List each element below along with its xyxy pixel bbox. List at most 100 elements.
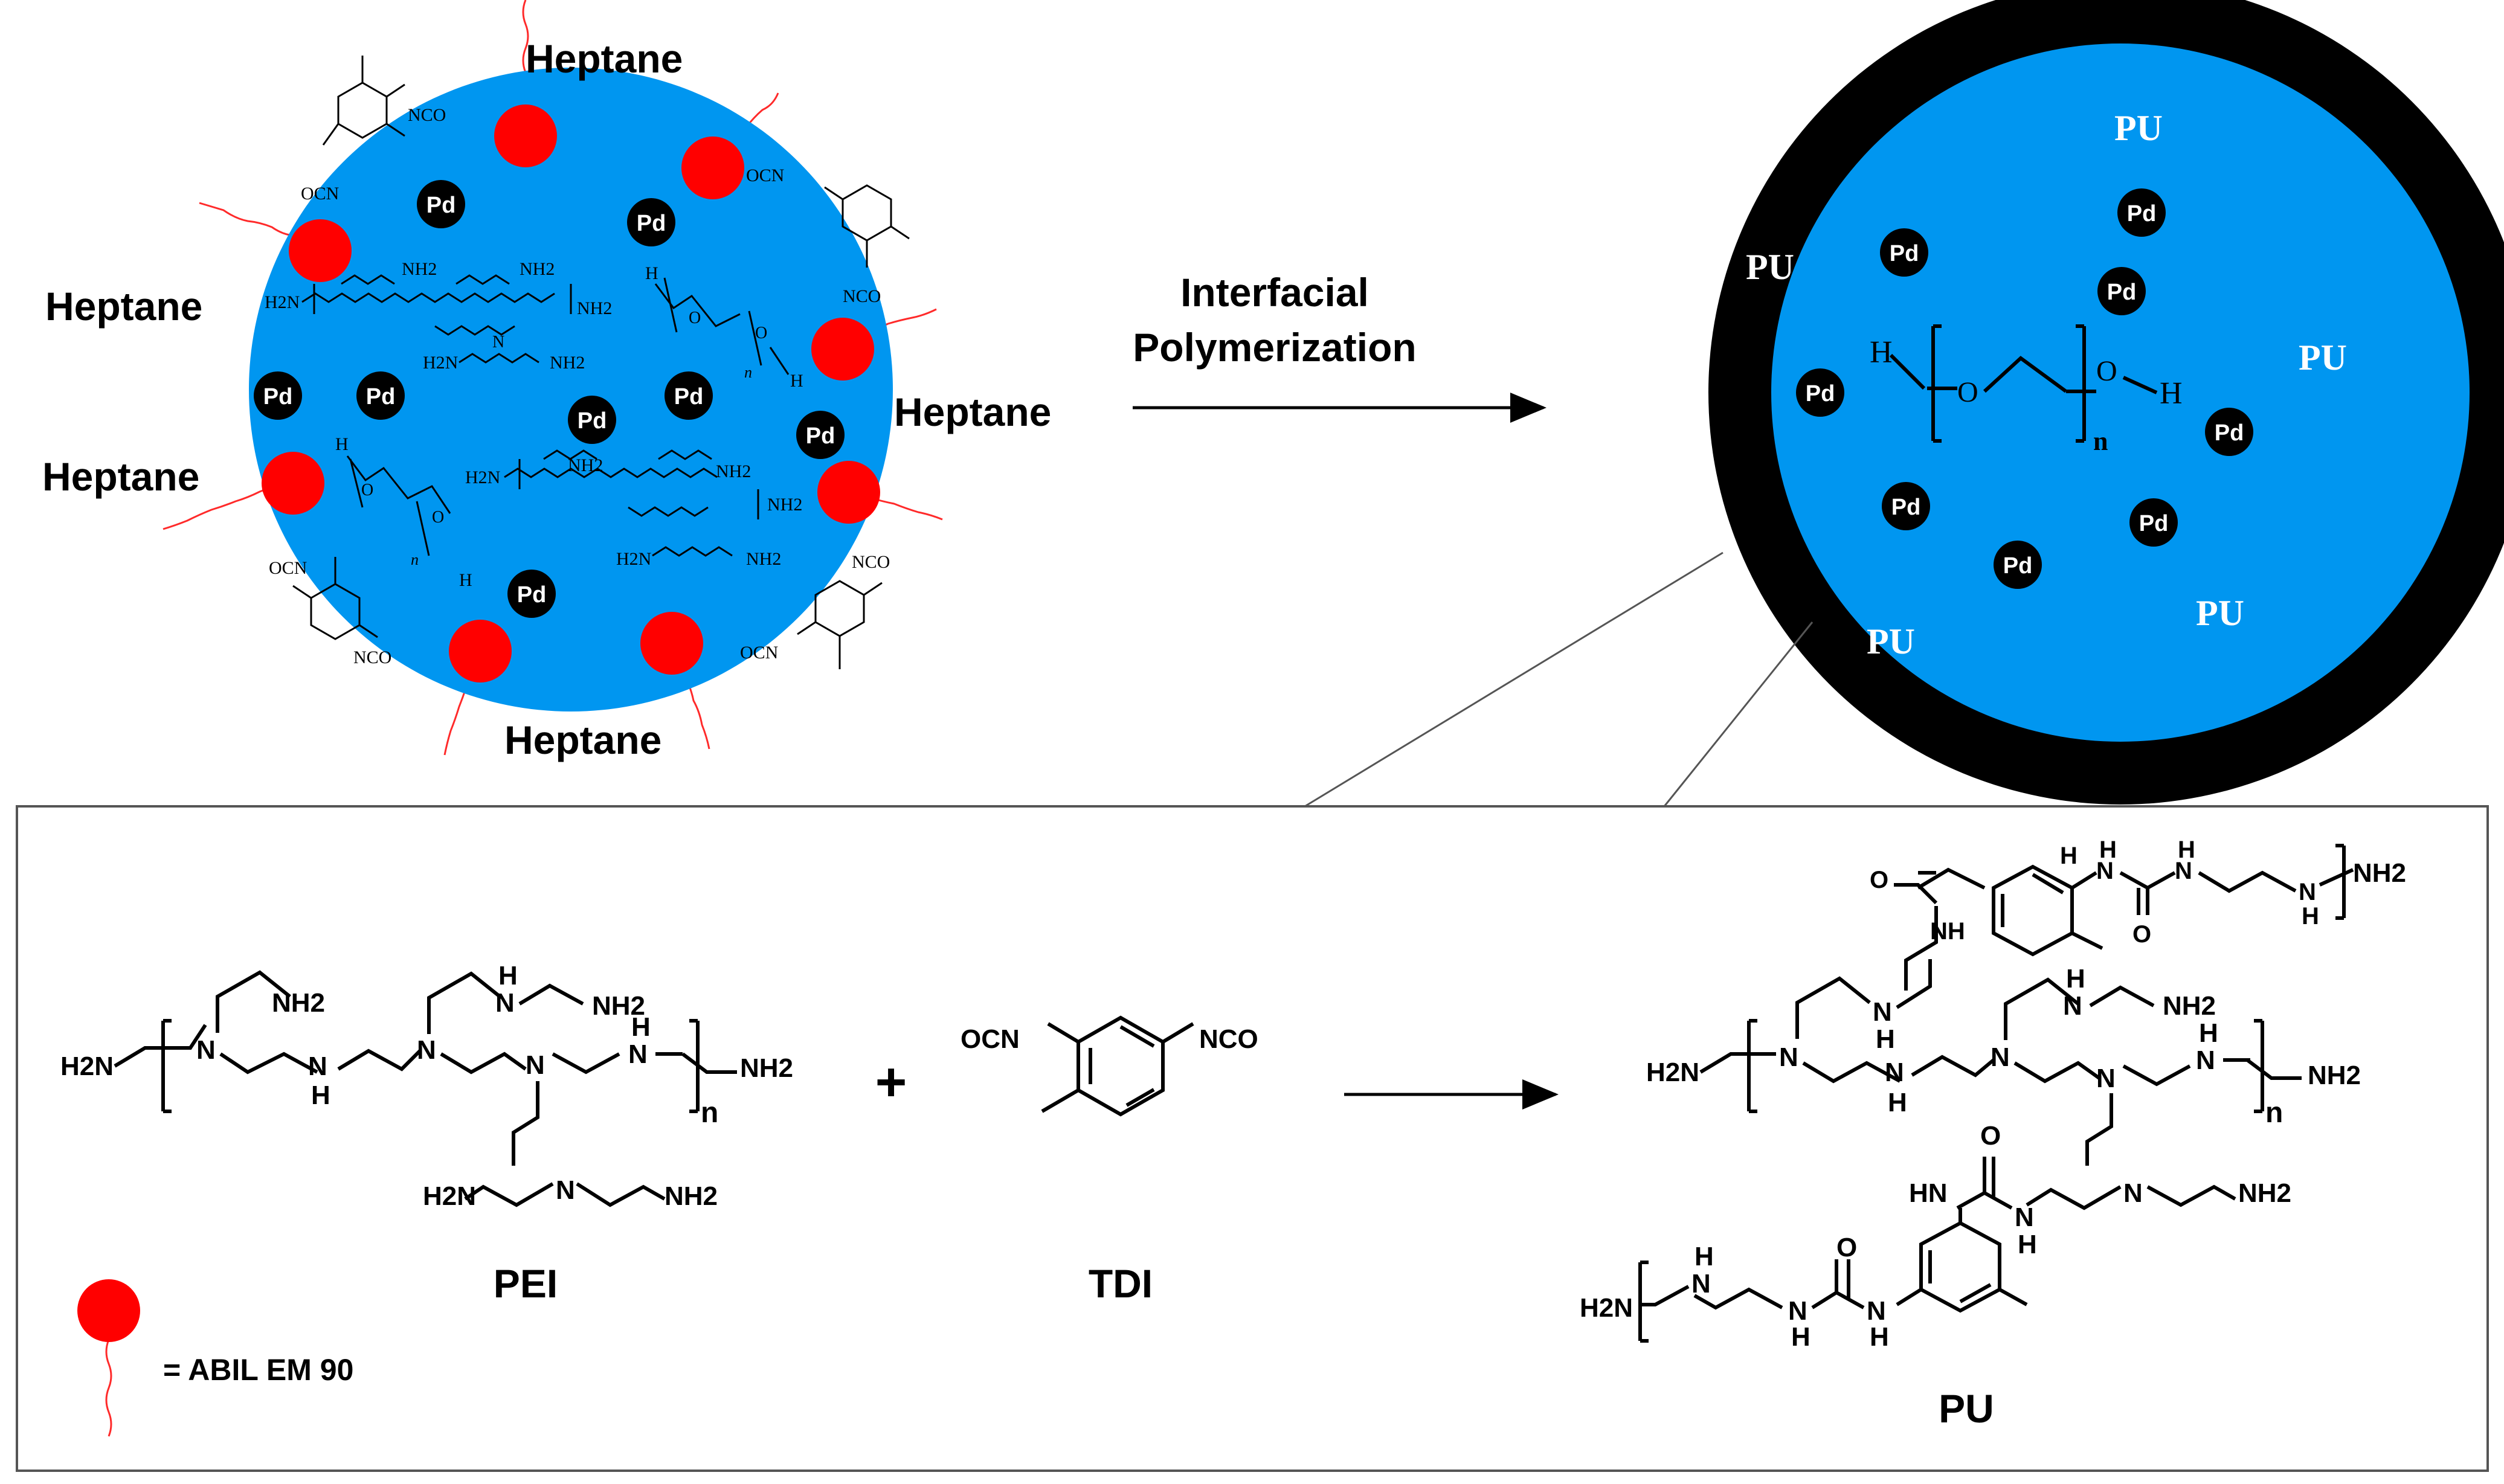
svg-text:n: n [411,551,419,568]
process-label-line2: Polymerization [1133,325,1416,370]
pd-particle: Pd [2129,498,2178,547]
pd-particle: Pd [665,371,713,420]
svg-text:H2N: H2N [465,467,500,487]
svg-text:O: O [1957,376,1978,408]
svg-text:N: N [1873,997,1892,1027]
pd-particle: Pd [568,396,616,444]
svg-text:N: N [1779,1042,1798,1072]
svg-text:H: H [1888,1088,1907,1117]
surfactant-head [817,461,880,524]
legend-surfactant-tail [105,1339,112,1437]
zoom-line [1304,551,1724,808]
pd-particle: Pd [356,371,405,420]
svg-text:H2N: H2N [616,549,651,569]
surfactant-head [681,137,744,199]
svg-text:NCO: NCO [852,552,890,572]
pu-structure: H O NH N H O N H N H NH2 H2N [1580,837,2406,1352]
tdi-molecule-top-left: NCO OCN [301,56,446,204]
svg-text:N: N [1788,1296,1807,1326]
droplet-pei-structure-top: H2N NH2 NH2 NH2 H2N NH2 N [265,259,612,373]
surfactant-head [811,318,874,381]
aqueous-droplet [249,68,893,711]
svg-text:OCN: OCN [740,643,778,663]
svg-text:Pd: Pd [263,384,293,410]
svg-text:Pd: Pd [2107,280,2137,305]
reaction-panel: H2N N NH2 N H N N H NH2 N N H n [16,805,2489,1472]
svg-text:O: O [361,481,373,499]
svg-text:N: N [556,1175,575,1205]
svg-text:H: H [1695,1242,1714,1271]
svg-text:NH2: NH2 [577,298,612,318]
svg-text:H2N: H2N [423,1181,476,1211]
svg-text:HN: HN [1909,1178,1948,1208]
product-label: PU [1939,1386,1994,1431]
heptane-label-left-lower: Heptane [42,454,199,499]
legend-surfactant-head [77,1279,140,1342]
pd-particle: Pd [1994,541,2042,589]
svg-text:N: N [526,1050,545,1080]
droplet-pei-structure-bottom: H2N NH2 NH2 NH2 H2N NH2 [465,449,802,569]
surfactant-head [289,219,352,282]
droplet-peg-structure-top: H O O n H [645,263,803,391]
svg-text:NCO: NCO [408,105,446,125]
svg-text:H: H [2066,964,2085,994]
droplet-pd-particles: Pd Pd Pd Pd Pd Pd Pd Pd [254,180,845,618]
svg-text:H: H [790,371,803,391]
pu-shell-label: PU [1746,247,1794,287]
svg-text:Pd: Pd [806,423,835,449]
svg-text:O: O [2096,355,2117,387]
process-label-line1: Interfacial [1180,270,1369,315]
svg-text:NH2: NH2 [767,495,802,515]
svg-text:NH2: NH2 [592,991,645,1021]
svg-text:O: O [432,508,444,527]
pd-particle: Pd [1796,368,1844,417]
svg-text:n: n [701,1097,718,1129]
pd-particle: Pd [507,570,556,618]
pd-particle: Pd [254,371,302,420]
svg-text:OCN: OCN [746,165,784,185]
svg-text:Pd: Pd [637,211,666,236]
svg-text:O: O [1836,1233,1857,1262]
surfactant-head [494,104,557,167]
pd-particle: Pd [1882,482,1930,530]
svg-text:N: N [1991,1042,2010,1072]
svg-text:N: N [1691,1269,1711,1299]
tdi-molecule-bottom-left: OCN NCO [269,557,391,667]
svg-text:H: H [335,434,349,454]
heptane-label-top: Heptane [526,36,683,81]
svg-text:n: n [2265,1097,2283,1129]
heptane-label-right: Heptane [894,390,1051,434]
svg-text:H2N: H2N [423,353,458,373]
svg-text:Pd: Pd [2215,420,2244,446]
process-arrow-group: Interfacial Polymerization [1133,270,1546,423]
tdi-molecule-bottom-right: NCO OCN [740,552,890,669]
pd-particle: Pd [2097,267,2146,315]
pu-shell-label: PU [2114,108,2163,148]
svg-text:H: H [2018,1230,2037,1259]
svg-text:NH2: NH2 [746,549,781,569]
svg-text:Pd: Pd [674,384,704,410]
svg-text:N: N [2096,1064,2116,1093]
svg-text:N: N [308,1052,327,1081]
svg-text:Pd: Pd [2003,553,2033,579]
svg-text:Pd: Pd [517,582,547,608]
svg-text:N: N [492,333,504,352]
svg-text:OCN: OCN [301,184,339,204]
svg-text:NH2: NH2 [272,988,325,1018]
svg-text:Pd: Pd [2139,511,2169,536]
svg-text:H2N: H2N [60,1052,114,1081]
svg-text:N: N [628,1039,648,1069]
svg-text:H: H [645,263,658,283]
svg-text:NCO: NCO [843,286,881,306]
svg-text:O: O [1980,1121,2001,1151]
pd-particle: Pd [627,198,675,246]
svg-text:H2N: H2N [1580,1293,1633,1323]
reactant2-label: TDI [1089,1261,1153,1306]
droplet-peg-structure-bottom: H O O n H [335,434,472,590]
heptane-label-left: Heptane [45,284,202,329]
svg-text:NH2: NH2 [402,259,437,279]
svg-text:N: N [1885,1058,1904,1087]
svg-text:NH2: NH2 [740,1053,793,1083]
svg-text:Pd: Pd [1891,495,1921,520]
svg-text:H: H [459,570,472,590]
